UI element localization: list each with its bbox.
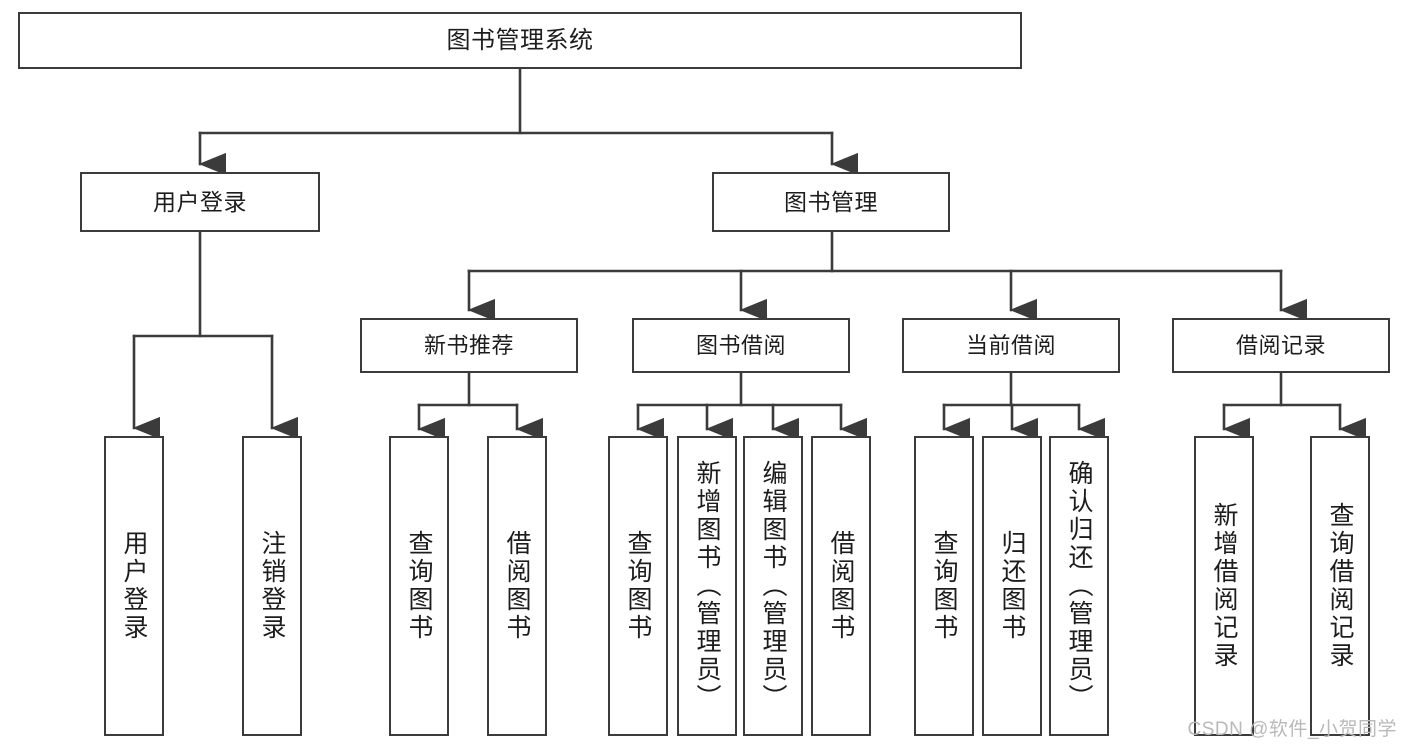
node-current-borrow[interactable]: 当前借阅 (902, 318, 1120, 373)
leaf-query-book-current[interactable]: 查询图书 (914, 436, 974, 736)
node-current-borrow-label: 当前借阅 (965, 332, 1056, 358)
leaf-user-login-label: 用户登录 (120, 530, 148, 642)
node-borrow-records[interactable]: 借阅记录 (1172, 318, 1390, 373)
leaf-logout[interactable]: 注销登录 (242, 436, 302, 736)
leaf-query-book-borrow[interactable]: 查询图书 (608, 436, 668, 736)
node-root-label: 图书管理系统 (446, 26, 594, 54)
leaf-query-book-borrow-label: 查询图书 (624, 530, 652, 642)
node-user-login[interactable]: 用户登录 (80, 172, 320, 232)
node-book-management[interactable]: 图书管理 (712, 172, 950, 232)
node-borrow-records-label: 借阅记录 (1235, 332, 1326, 358)
leaf-return-book-label: 归还图书 (998, 530, 1026, 642)
leaf-add-borrow-record[interactable]: 新增借阅记录 (1194, 436, 1254, 736)
leaf-borrow-book-recommend[interactable]: 借阅图书 (487, 436, 547, 736)
node-new-book-recommendation[interactable]: 新书推荐 (360, 318, 578, 373)
leaf-borrow-book-label: 借阅图书 (827, 530, 855, 642)
leaf-edit-book-admin-label: 编辑图书（管理员） (759, 460, 787, 712)
watermark-text: CSDN @软件_小贺同学 (1187, 719, 1397, 740)
leaf-borrow-book[interactable]: 借阅图书 (811, 436, 871, 736)
leaf-query-book-recommend[interactable]: 查询图书 (389, 436, 449, 736)
leaf-confirm-return-admin[interactable]: 确认归还（管理员） (1049, 436, 1109, 736)
leaf-query-book-current-label: 查询图书 (930, 530, 958, 642)
leaf-query-borrow-record[interactable]: 查询借阅记录 (1310, 436, 1370, 736)
leaf-edit-book-admin[interactable]: 编辑图书（管理员） (743, 436, 803, 736)
leaf-add-book-admin-label: 新增图书（管理员） (693, 460, 721, 712)
node-user-login-label: 用户登录 (153, 188, 247, 215)
node-book-borrow-label: 图书借阅 (695, 332, 786, 358)
leaf-add-borrow-record-label: 新增借阅记录 (1210, 502, 1238, 670)
node-root[interactable]: 图书管理系统 (18, 12, 1022, 69)
leaf-confirm-return-admin-label: 确认归还（管理员） (1065, 460, 1093, 712)
leaf-user-login[interactable]: 用户登录 (104, 436, 164, 736)
leaf-query-borrow-record-label: 查询借阅记录 (1326, 502, 1354, 670)
node-new-book-recommendation-label: 新书推荐 (423, 332, 514, 358)
leaf-return-book[interactable]: 归还图书 (982, 436, 1042, 736)
leaf-query-book-recommend-label: 查询图书 (405, 530, 433, 642)
node-book-borrow[interactable]: 图书借阅 (632, 318, 850, 373)
leaf-borrow-book-recommend-label: 借阅图书 (503, 530, 531, 642)
leaf-logout-label: 注销登录 (258, 530, 286, 642)
leaf-add-book-admin[interactable]: 新增图书（管理员） (677, 436, 737, 736)
node-book-management-label: 图书管理 (784, 188, 878, 215)
